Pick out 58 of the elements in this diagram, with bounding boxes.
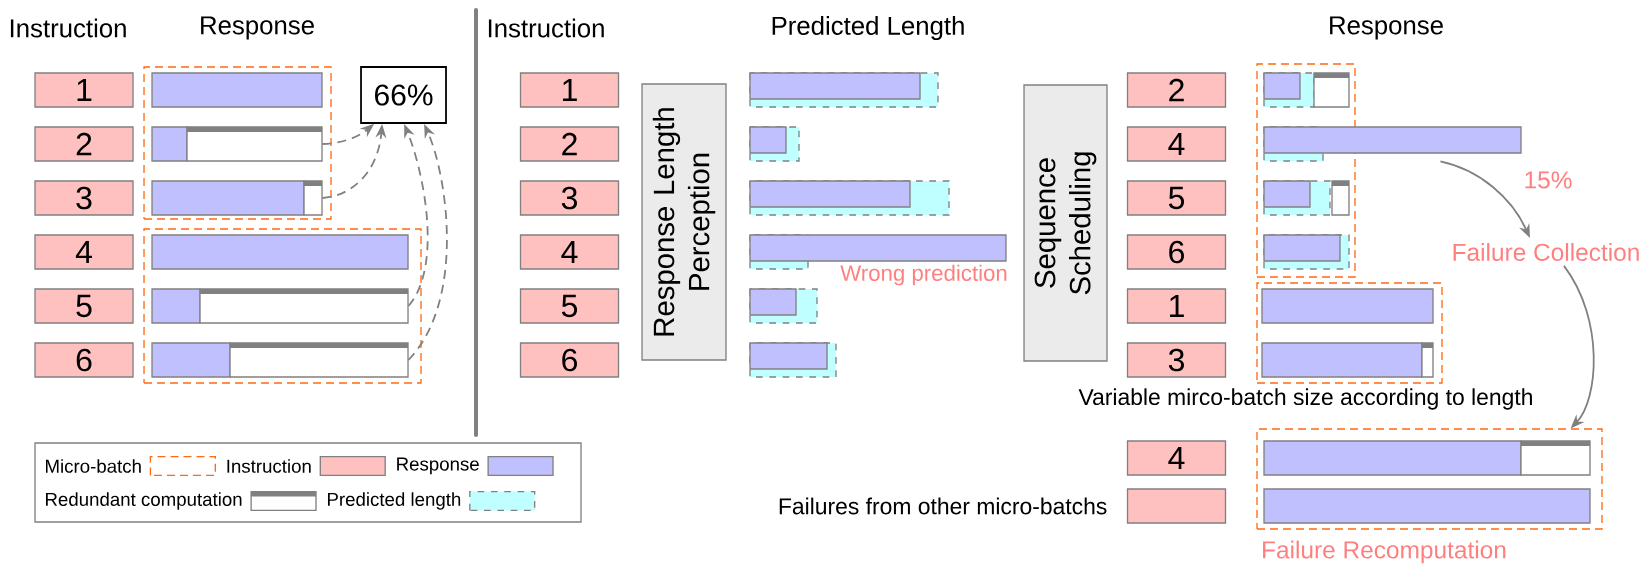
instruction-box: 6 [1126, 234, 1227, 270]
instruction-box: 3 [1126, 342, 1227, 378]
predicted-length-bar [749, 126, 800, 162]
column-header: Response [1330, 16, 1443, 40]
instruction-box: 2 [34, 126, 134, 162]
predicted-length-bar [749, 72, 939, 108]
row-label: Failures from other micro-batchs [779, 497, 1107, 515]
legend-label: Predicted length [328, 492, 461, 510]
annotation: Wrong prediction [840, 264, 1007, 286]
instruction-box: 3 [519, 180, 620, 216]
instruction-box: 4 [519, 234, 620, 270]
predicted-length-bar [749, 342, 837, 378]
instruction-box: 6 [34, 342, 134, 378]
instruction-box: 5 [34, 288, 134, 324]
box-caption: Failure Recomputation [1263, 540, 1506, 564]
instruction-box: 4 [1126, 440, 1227, 476]
response-bar [151, 234, 409, 270]
column-header: Instruction [10, 18, 126, 38]
stage-label: Failure Collection [1453, 243, 1639, 261]
percentage-box: 66% [360, 66, 447, 124]
instruction-box: 1 [34, 72, 134, 108]
edge-label: 15% [1525, 171, 1572, 189]
legend-label: Micro-batch [46, 459, 141, 473]
process-box: Sequence Scheduling [1023, 84, 1108, 362]
response-bar [1263, 488, 1591, 524]
process-box: Response Length Perception [641, 83, 727, 361]
response-bar [151, 180, 323, 216]
instruction-box [1126, 488, 1227, 524]
instruction-box: 5 [1126, 180, 1227, 216]
response-bar [151, 72, 323, 108]
instruction-box: 4 [34, 234, 134, 270]
legend-label: Response [397, 457, 479, 475]
response-bar [151, 126, 323, 162]
column-header: Response [201, 16, 314, 40]
predicted-length-bar [1263, 180, 1350, 216]
legend-label: Instruction [227, 459, 311, 473]
instruction-box: 1 [519, 72, 620, 108]
response-bar [151, 288, 409, 324]
predicted-length-bar [1263, 234, 1350, 270]
caption: Variable mirco-batch size according to length [1078, 388, 1532, 410]
response-bar [1261, 288, 1434, 324]
legend-label: Redundant computation [46, 492, 242, 510]
predicted-length-bar [1263, 72, 1350, 108]
predicted-length-bar [749, 180, 950, 216]
instruction-box: 1 [1126, 288, 1227, 324]
response-bar [1261, 342, 1434, 378]
column-header: Instruction [488, 18, 604, 38]
instruction-box: 2 [1126, 72, 1227, 108]
response-bar [1263, 440, 1591, 476]
response-bar [151, 342, 409, 378]
instruction-box: 4 [1126, 126, 1227, 162]
instruction-box: 6 [519, 342, 620, 378]
column-header: Predicted Length [772, 16, 964, 41]
instruction-box: 3 [34, 180, 134, 216]
instruction-box: 2 [519, 126, 620, 162]
instruction-box: 5 [519, 288, 620, 324]
predicted-length-bar [749, 288, 818, 324]
predicted-length-bar [1263, 126, 1522, 162]
